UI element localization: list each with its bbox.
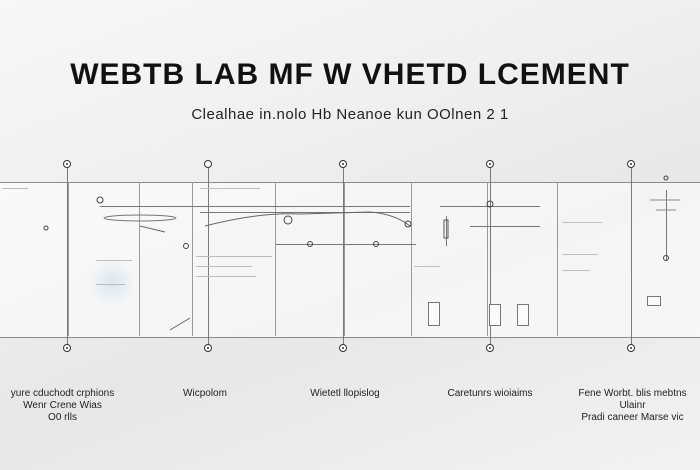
timeline-axis: [67, 166, 68, 352]
sketch-stem: [490, 200, 491, 300]
timeline-node-top: [204, 160, 212, 168]
bar-rule: [96, 260, 132, 261]
timeline-node-top: [627, 160, 635, 168]
timeline-node-top: [63, 160, 71, 168]
bar-rule: [2, 188, 28, 189]
sketch-rail: [200, 212, 410, 213]
sketch-dot: [663, 175, 669, 181]
bar-rule: [196, 256, 272, 257]
caption-4-line1: Caretunrs wioiaims: [447, 388, 533, 399]
column-divider: [139, 182, 140, 336]
bar-rule: [196, 276, 256, 277]
page-subtitle: Clealhae in.nolo Hb Neanoe kun OOlnen 2 …: [191, 106, 509, 123]
caption-5-line2: Pradi caneer Marse vic: [581, 412, 684, 423]
sketch-rail: [276, 244, 416, 245]
caption-4: Caretunrs wioiaims: [420, 388, 560, 400]
column-divider: [192, 182, 193, 336]
column-divider: [344, 182, 345, 336]
column-divider: [487, 182, 488, 336]
bar-rule: [562, 270, 590, 271]
device-icon: [517, 304, 529, 326]
timeline-node-bottom: [63, 344, 71, 352]
column-divider: [557, 182, 558, 336]
column-divider: [411, 182, 412, 336]
bar-rule: [200, 188, 260, 189]
device-icon: [647, 296, 661, 306]
caption-2: Wicpolom: [160, 388, 250, 400]
caption-1-line1: yure cduchodt crphions: [10, 388, 115, 399]
timeline-node-top: [339, 160, 347, 168]
bar-rule: [562, 222, 602, 223]
bar-rule: [414, 266, 440, 267]
timeline-node-top: [486, 160, 494, 168]
timeline-axis: [343, 166, 344, 352]
bar-rule: [562, 254, 598, 255]
device-icon: [489, 304, 501, 326]
caption-2-line1: Wicpolom: [183, 388, 227, 399]
timeline-node-bottom: [339, 344, 347, 352]
sketch-stem: [666, 190, 667, 260]
sketch-rail: [100, 206, 410, 207]
bar-rule: [96, 284, 126, 285]
caption-3: Wietetl llopislog: [285, 388, 405, 400]
caption-5: Fene Worbt. blis mebtns Ulainr Pradi can…: [565, 388, 700, 424]
timeline-node-bottom: [204, 344, 212, 352]
column-divider: [275, 182, 276, 336]
timeline-axis: [631, 166, 632, 352]
timeline-node-bottom: [486, 344, 494, 352]
timeline-node-bottom: [627, 344, 635, 352]
sketch-rail: [470, 226, 540, 227]
column-divider: [68, 182, 69, 336]
page-title: WEBTB LAB MF W VHETD LCEMENT: [70, 58, 630, 91]
caption-1-line3: O0 rlls: [48, 412, 77, 423]
caption-5-line1: Fene Worbt. blis mebtns Ulainr: [578, 388, 687, 411]
caption-1: yure cduchodt crphions Wenr Crene Wias O…: [0, 388, 125, 424]
caption-1-line2: Wenr Crene Wias: [23, 400, 102, 411]
strip-highlight: [90, 256, 134, 310]
sketch-stem: [446, 216, 447, 246]
caption-3-line1: Wietetl llopislog: [310, 388, 380, 399]
timeline-axis: [208, 166, 209, 352]
bar-rule: [196, 266, 252, 267]
device-icon: [428, 302, 440, 326]
